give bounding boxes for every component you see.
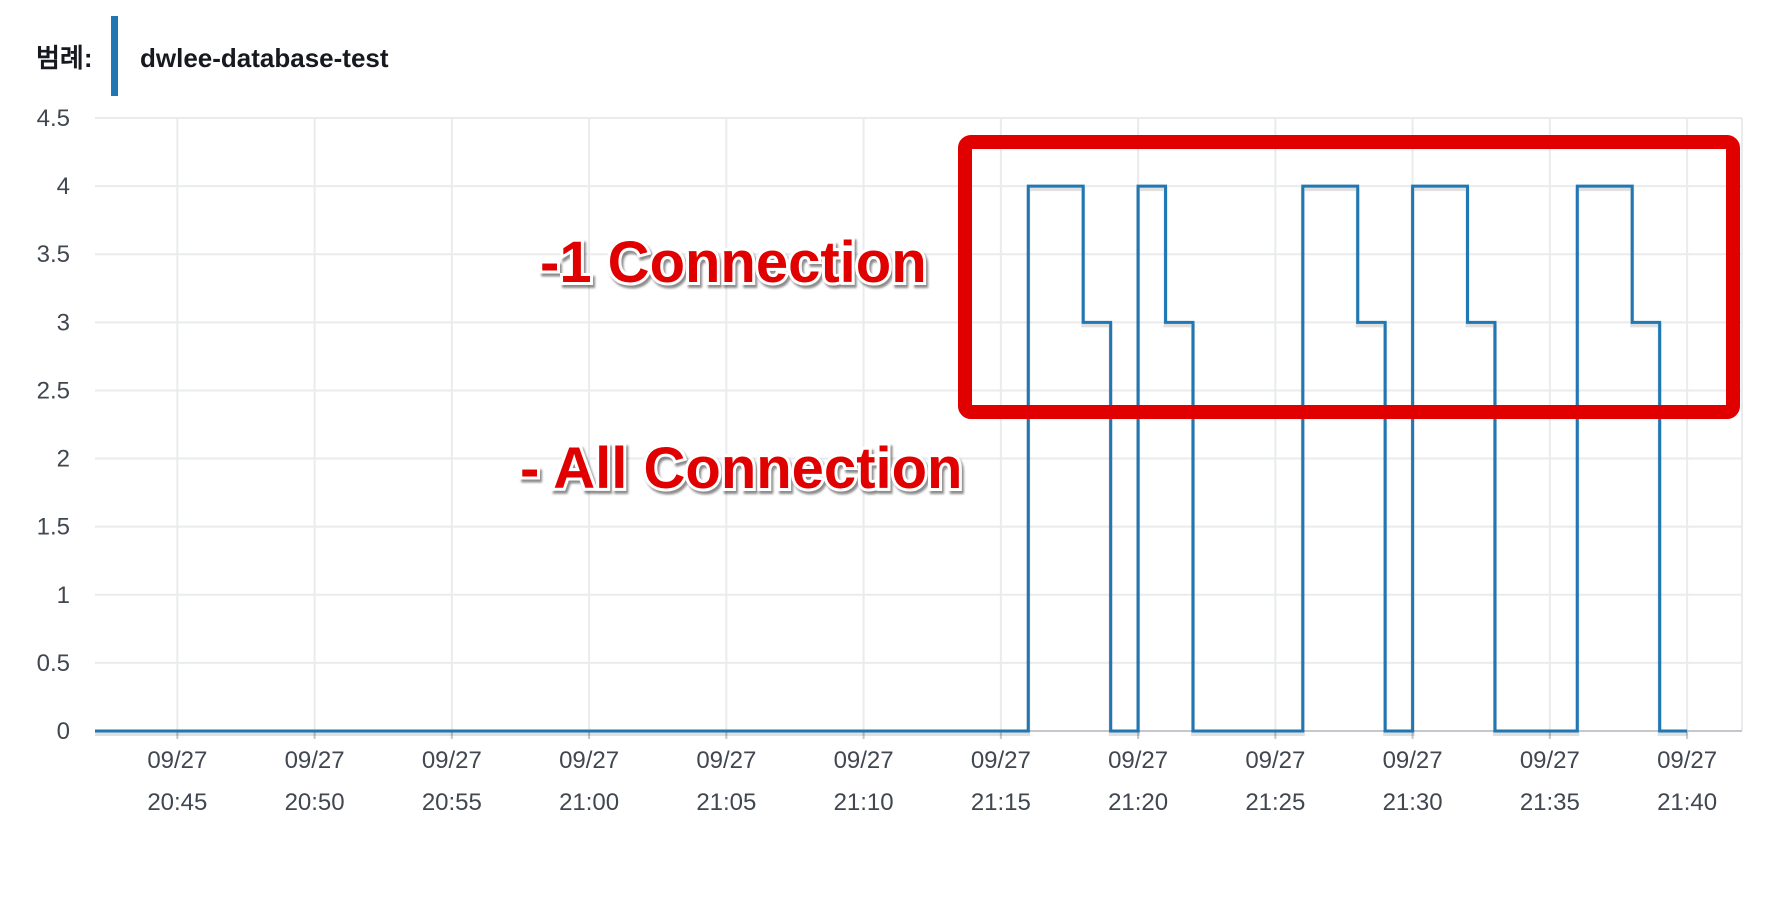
annotation-one-connection: -1 Connection: [540, 230, 927, 295]
x-tick-label-date: 09/27: [1108, 747, 1168, 774]
y-tick-label: 0.5: [37, 650, 70, 677]
x-tick-label-date: 09/27: [147, 747, 207, 774]
x-tick-label-time: 20:55: [422, 789, 482, 816]
x-tick-label-time: 20:45: [147, 789, 207, 816]
y-tick-label: 3.5: [37, 241, 70, 268]
x-tick-label-time: 21:00: [559, 789, 619, 816]
y-tick-label: 4.5: [37, 105, 70, 132]
series-line: [95, 184, 1688, 733]
series-layer: [94, 184, 1688, 736]
x-tick-label-date: 09/27: [559, 747, 619, 774]
x-tick-label-time: 21:20: [1108, 789, 1168, 816]
y-tick-label: 1.5: [37, 514, 70, 541]
grid: [95, 117, 1743, 732]
annotation-layer: -1 Connection - All Connection: [517, 135, 1740, 504]
y-tick-label: 2: [57, 446, 70, 473]
y-tick-label: 4: [57, 173, 70, 200]
y-axis: 0 0.5 1 1.5 2 2.5 3 3.5 4 4.5: [37, 105, 70, 745]
x-tick-label-date: 09/27: [1520, 747, 1580, 774]
annotation-all-connection: - All Connection: [520, 436, 962, 501]
x-tick-label-date: 09/27: [1383, 747, 1443, 774]
y-tick-label: 1: [57, 582, 70, 609]
legend: 범례: dwlee-database-test: [36, 16, 389, 96]
x-tick-label-date: 09/27: [422, 747, 482, 774]
y-tick-label: 3: [57, 309, 70, 336]
y-tick-label: 2.5: [37, 377, 70, 404]
x-axis: 09/27 20:45 09/27 20:50 09/27 20:55 09/27 21:00…: [95, 730, 1742, 816]
x-tick-label-date: 09/27: [1657, 747, 1717, 774]
x-tick-label-time: 21:25: [1245, 789, 1305, 816]
x-tick-label-time: 21:35: [1520, 789, 1580, 816]
x-tick-label-date: 09/27: [971, 747, 1031, 774]
legend-title: 범례:: [36, 43, 93, 73]
x-tick-label-time: 21:10: [834, 789, 894, 816]
x-tick-label-date: 09/27: [834, 747, 894, 774]
legend-swatch: [111, 16, 118, 96]
x-tick-label-time: 21:40: [1657, 789, 1717, 816]
x-tick-label-time: 21:15: [971, 789, 1031, 816]
legend-entry[interactable]: dwlee-database-test: [140, 43, 389, 73]
y-tick-label: 0: [57, 718, 70, 745]
x-tick-label-date: 09/27: [285, 747, 345, 774]
x-tick-label-date: 09/27: [1245, 747, 1305, 774]
highlight-box: [958, 135, 1740, 419]
x-tick-label-time: 21:05: [696, 789, 756, 816]
x-tick-label-date: 09/27: [696, 747, 756, 774]
x-tick-label-time: 21:30: [1383, 789, 1443, 816]
x-tick-label-time: 20:50: [285, 789, 345, 816]
